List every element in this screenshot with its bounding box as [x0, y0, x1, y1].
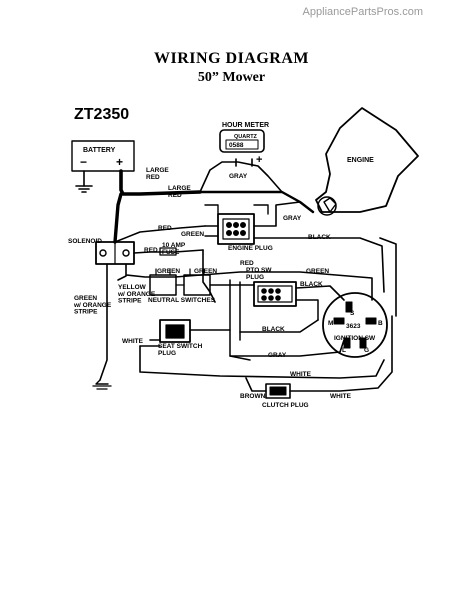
diagram-subtitle: 50” Mower	[197, 70, 266, 85]
label-gray-engine: GRAY	[283, 215, 302, 222]
wire-white-seat	[139, 339, 161, 347]
terminal-l: L	[342, 347, 346, 354]
hour-meter-positive-symbol: +	[256, 154, 262, 166]
engine-plug-label: ENGINE PLUG	[228, 245, 273, 252]
label-green-neutral-2: GREEN	[194, 268, 217, 275]
wire-large-red	[119, 169, 202, 196]
engine-pulley	[317, 196, 337, 216]
seat-switch-plug-box	[159, 319, 191, 343]
terminal-g: G	[364, 347, 369, 354]
label-white-bottom: WHITE	[330, 393, 352, 400]
hour-meter-label: HOUR METER	[222, 122, 269, 129]
engine-plug-box	[217, 213, 255, 245]
wire-red-solenoid	[114, 225, 206, 243]
wire-white-lower	[139, 345, 385, 379]
label-gray-lower: GRAY	[268, 352, 287, 359]
wire-green-orange-stripe	[99, 263, 108, 381]
wire-red-fuse	[133, 249, 204, 254]
wire-gray-engine	[253, 201, 301, 227]
label-gray-top: GRAY	[229, 173, 248, 180]
diagram-title: WIRING DIAGRAM	[154, 50, 309, 67]
label-black-pto: BLACK	[300, 281, 323, 288]
ignition-switch-body	[322, 292, 388, 358]
hour-meter-display-box	[225, 139, 259, 150]
watermark: AppliancePartsPros.com	[302, 6, 423, 18]
wire-gray-top	[199, 161, 283, 193]
hour-meter-brand: QUARTZ	[234, 134, 258, 140]
fuse-symbol	[159, 247, 177, 256]
wire-black-ignition	[253, 237, 385, 293]
ignition-switch-label: IGNITION SW	[334, 335, 376, 342]
terminal-m: M	[328, 320, 333, 327]
battery-label: BATTERY	[83, 147, 116, 154]
engine-outline	[315, 107, 419, 213]
label-white-lower: WHITE	[290, 371, 312, 378]
label-green-neutral-1: GREEN	[157, 268, 180, 275]
hour-meter-leads	[235, 158, 253, 167]
hour-meter-display: 0588	[229, 142, 244, 149]
wire-large-red-top	[198, 190, 315, 214]
wire-black-pto	[295, 285, 345, 301]
battery-box	[71, 140, 135, 172]
label-white-left: WHITE	[122, 338, 144, 345]
model-number: ZT2350	[74, 106, 130, 123]
wire-brown	[245, 377, 267, 392]
neutral-switch-2	[183, 274, 211, 296]
battery-negative-symbol: −	[80, 155, 87, 169]
label-black-right: BLACK	[308, 234, 331, 241]
wire-gray-lower	[229, 339, 345, 357]
solenoid-label: SOLENOID	[68, 238, 102, 245]
label-red-right: RED	[240, 260, 254, 267]
wire-red-right	[379, 237, 397, 317]
ignition-part-number: 3623	[346, 323, 361, 330]
pto-plug-box	[253, 281, 297, 307]
label-green-pto: GREEN	[306, 268, 329, 275]
neutral-switches-label: NEUTRAL SWITCHES	[148, 297, 216, 304]
label-brown: BROWN	[240, 393, 266, 400]
wire-fuse-down	[202, 249, 216, 303]
clutch-plug-label: CLUTCH PLUG	[262, 402, 309, 409]
label-green-plug: GREEN	[181, 231, 204, 238]
label-red-solenoid: RED	[158, 225, 172, 232]
terminal-s: S	[350, 310, 355, 317]
label-black-middle: BLACK	[262, 326, 285, 333]
wire-white-bottom	[289, 315, 393, 392]
terminal-b: B	[378, 320, 383, 327]
wire-large-red-solenoid	[113, 192, 123, 244]
engine-label: ENGINE	[347, 157, 374, 164]
wire-black-middle	[239, 319, 319, 333]
label-red-fuse: RED	[144, 247, 158, 254]
hour-meter-box	[219, 129, 265, 153]
wire-yellow-stripe	[117, 275, 127, 281]
battery-positive-symbol: +	[116, 155, 123, 169]
